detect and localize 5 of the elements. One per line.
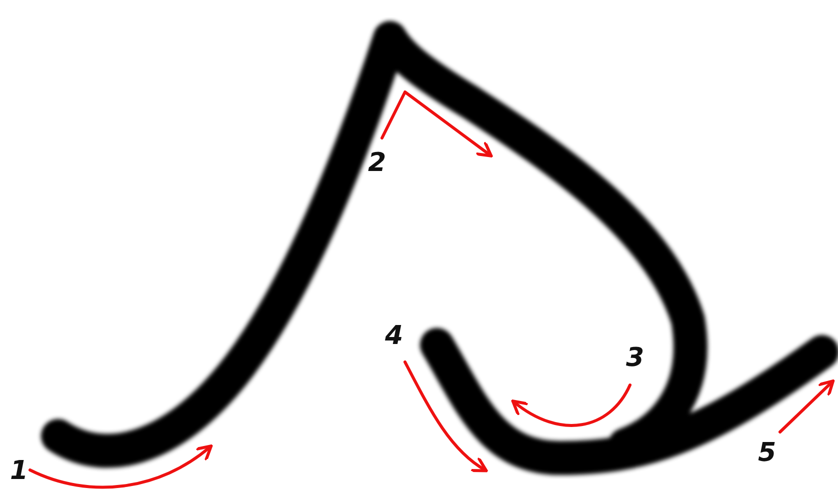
stroke-number: 3 bbox=[626, 345, 644, 371]
stroke-number: 4 bbox=[385, 323, 404, 349]
stroke-number: 5 bbox=[758, 440, 776, 466]
stroke-number: 2 bbox=[368, 150, 386, 176]
stroke-number: 1 bbox=[10, 458, 28, 484]
